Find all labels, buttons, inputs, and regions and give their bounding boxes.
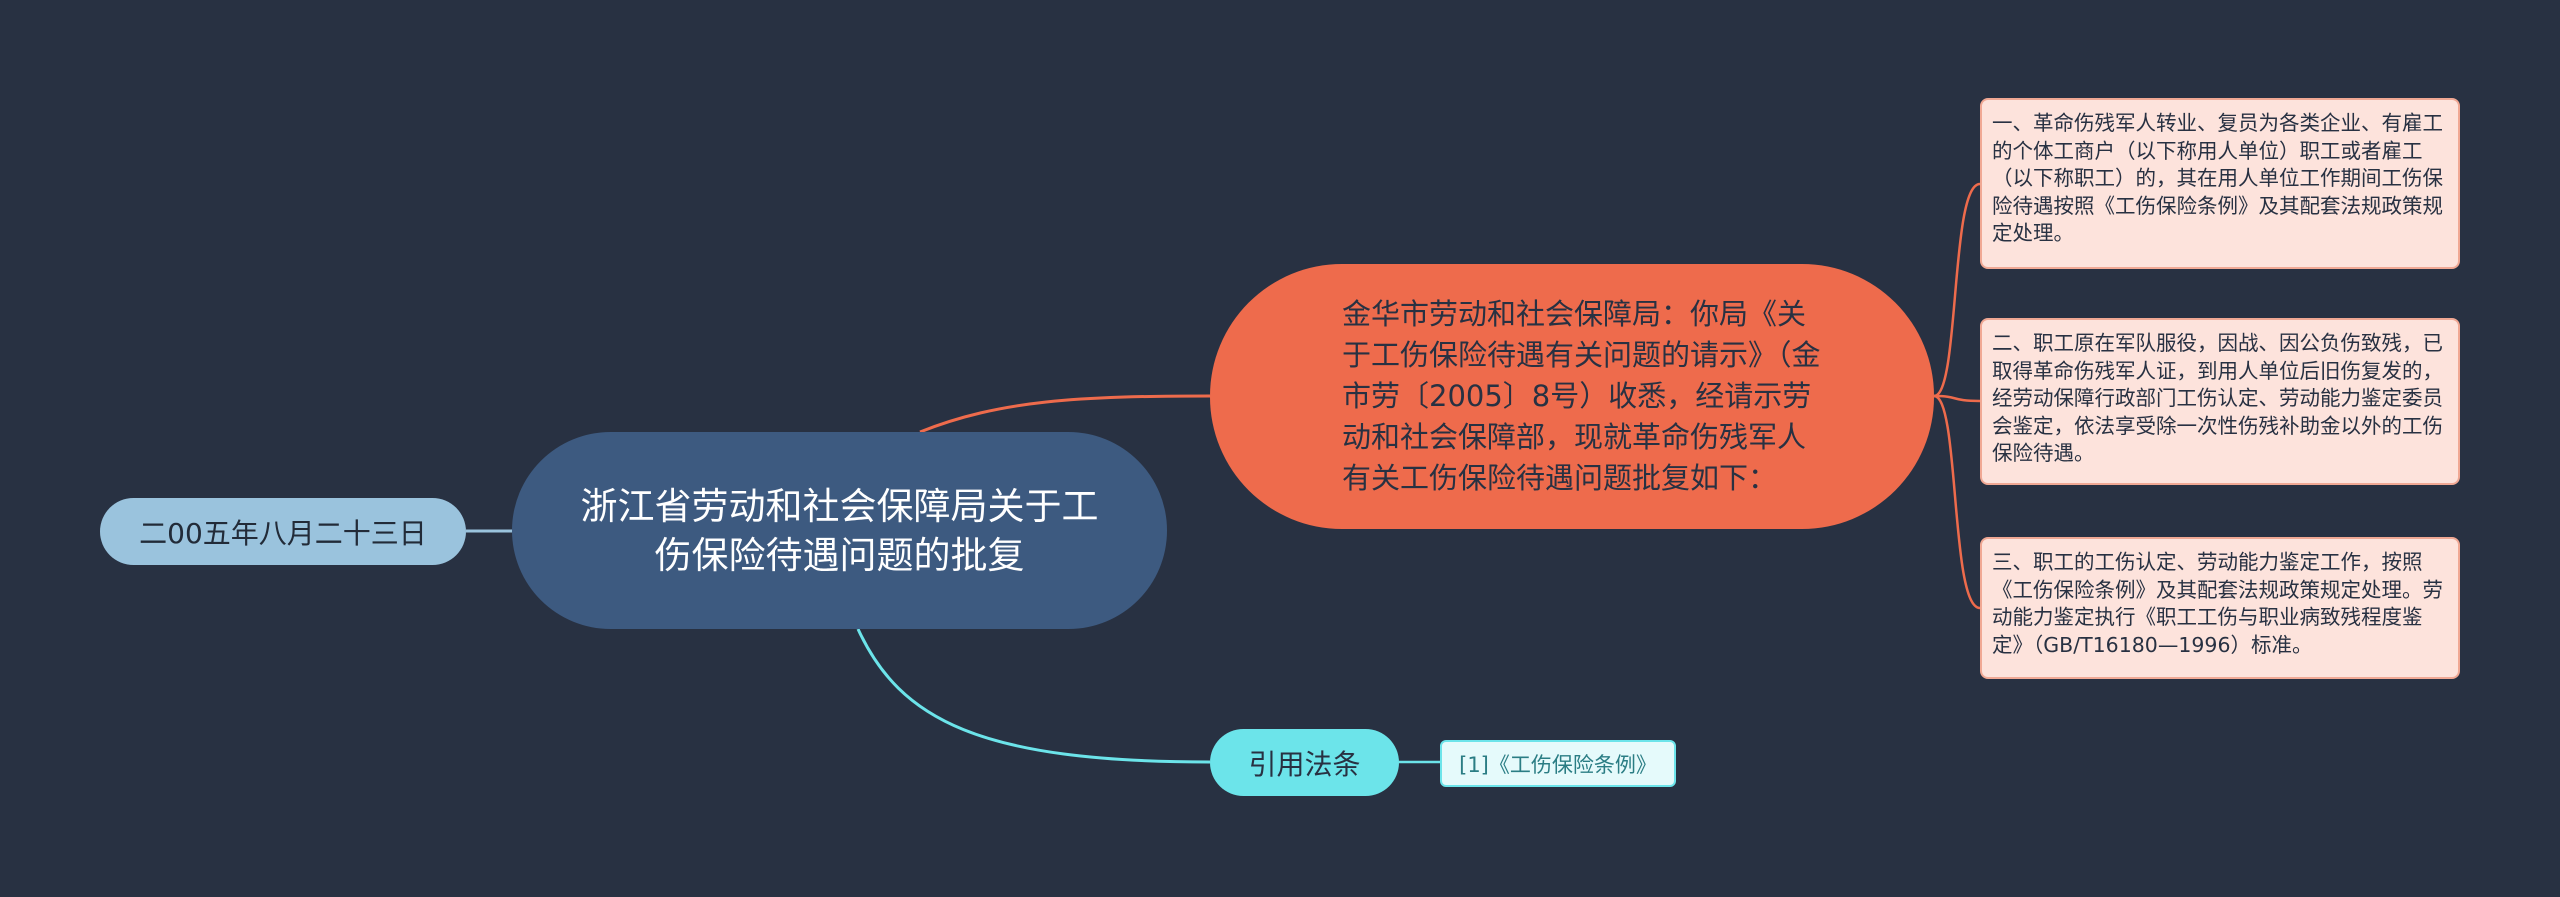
- link-root-branch: [919, 394, 1211, 434]
- branch-node-preamble[interactable]: 金华市劳动和社会保障局：你局《关于工伤保险待遇有关问题的请示》（金市劳〔2005…: [1210, 264, 1934, 529]
- root-title: 浙江省劳动和社会保障局关于工伤保险待遇问题的批复: [580, 484, 1099, 577]
- law-item-node[interactable]: [1]《工伤保险条例》: [1440, 740, 1676, 787]
- date-label: 二00五年八月二十三日: [139, 516, 427, 550]
- law-reference-node[interactable]: 引用法条: [1210, 729, 1399, 796]
- leaf-text: 二、职工原在军队服役，因战、因公负伤致残，已取得革命伤残军人证，到用人单位后旧伤…: [1992, 331, 2443, 465]
- date-node[interactable]: 二00五年八月二十三日: [100, 498, 466, 565]
- leaf-node-3[interactable]: 三、职工的工伤认定、劳动能力鉴定工作，按照《工伤保险条例》及其配套法规政策规定处…: [1980, 537, 2460, 679]
- law-item-text: [1]《工伤保险条例》: [1459, 752, 1657, 777]
- leaf-node-1[interactable]: 一、革命伤残军人转业、复员为各类企业、有雇工的个体工商户（以下称用人单位）职工或…: [1980, 98, 2460, 269]
- law-label: 引用法条: [1248, 747, 1361, 781]
- root-node[interactable]: 浙江省劳动和社会保障局关于工伤保险待遇问题的批复: [512, 432, 1167, 629]
- leaf-node-2[interactable]: 二、职工原在军队服役，因战、因公负伤致残，已取得革命伤残军人证，到用人单位后旧伤…: [1980, 318, 2460, 485]
- leaf-text: 一、革命伤残军人转业、复员为各类企业、有雇工的个体工商户（以下称用人单位）职工或…: [1992, 111, 2443, 245]
- branch-text: 金华市劳动和社会保障局：你局《关于工伤保险待遇有关问题的请示》（金市劳〔2005…: [1342, 297, 1821, 495]
- leaf-text: 三、职工的工伤认定、劳动能力鉴定工作，按照《工伤保险条例》及其配套法规政策规定处…: [1992, 550, 2443, 657]
- link-branch-leaf1: [1933, 182, 1981, 398]
- link-branch-leaf3: [1933, 394, 1981, 610]
- link-branch-leaf2: [1933, 394, 1981, 403]
- link-root-law: [856, 628, 1211, 764]
